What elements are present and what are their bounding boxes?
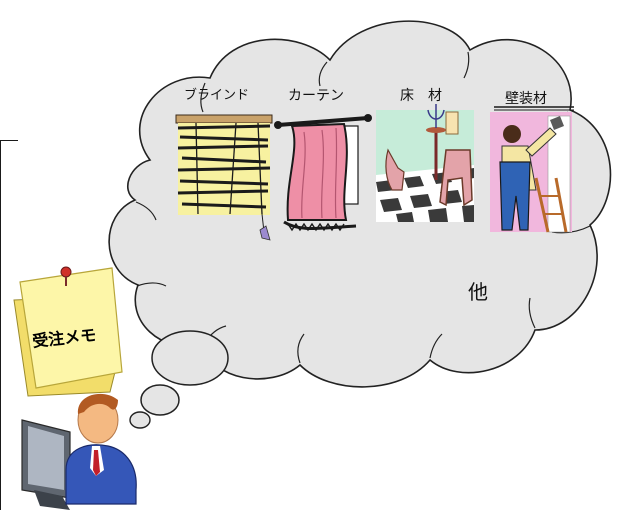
label-curtain: カーテン	[288, 88, 344, 104]
window-blind-icon	[175, 114, 273, 241]
thought-cloud	[108, 20, 612, 388]
label-other: 他	[468, 280, 488, 304]
label-blind: ブラインド	[184, 88, 250, 103]
room-floor-icon	[376, 104, 474, 222]
frame-edge	[0, 140, 1, 510]
frame-edge-top	[0, 140, 18, 141]
thought-bubbles	[129, 330, 229, 429]
label-floor: 床 材	[400, 88, 442, 104]
label-wall: 壁装材	[505, 91, 547, 107]
wallpaper-worker-icon	[490, 106, 574, 233]
curtain-icon	[274, 114, 372, 232]
person-at-computer-icon	[21, 393, 137, 510]
sticky-note-icon	[13, 266, 123, 397]
